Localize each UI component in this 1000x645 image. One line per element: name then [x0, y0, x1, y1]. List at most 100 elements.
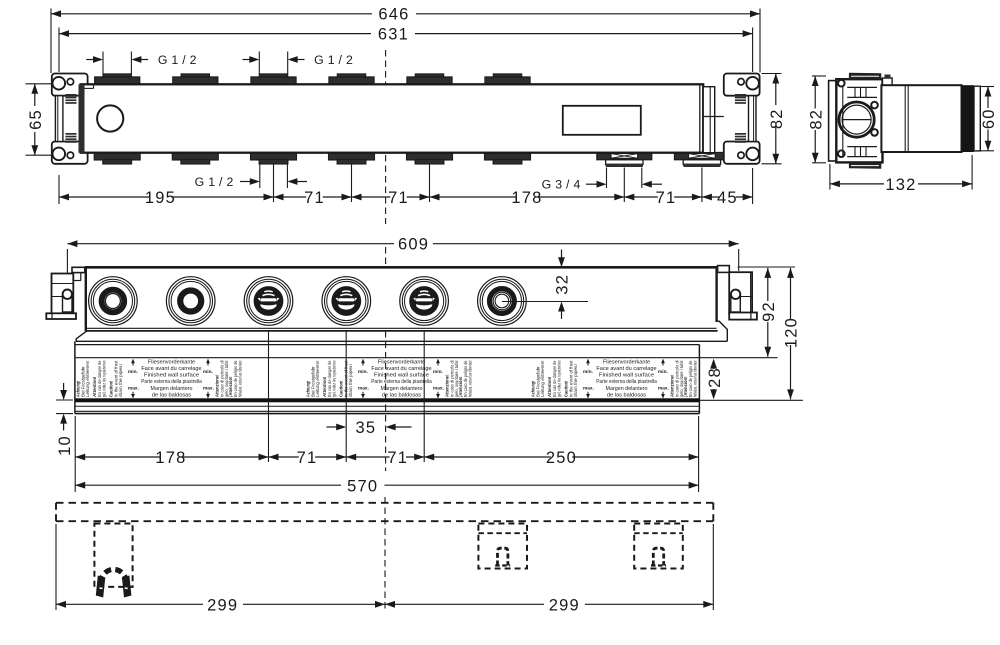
- svg-text:de las baldosas: de las baldosas: [607, 392, 647, 398]
- svg-text:178: 178: [511, 189, 542, 207]
- svg-text:heladas, vaciar las tuberías!: heladas, vaciar las tuberías!: [468, 361, 473, 398]
- svg-text:gelo, svuotare i tubi!: gelo, svuotare i tubi!: [679, 361, 684, 398]
- svg-text:G1/2: G1/2: [195, 175, 238, 189]
- svg-text:Leitung entleeren!: Leitung entleeren!: [540, 361, 545, 398]
- svg-text:Attenzione!: Attenzione!: [670, 375, 675, 398]
- svg-text:Bei Frostgefahr: Bei Frostgefahr: [80, 366, 85, 397]
- svg-text:299: 299: [549, 596, 580, 614]
- svg-text:195: 195: [145, 189, 176, 207]
- svg-text:Margen delantero: Margen delantero: [381, 386, 423, 392]
- svg-text:32: 32: [554, 274, 572, 295]
- svg-text:Fliesenvorderkante: Fliesenvorderkante: [378, 360, 425, 366]
- svg-text:min.: min.: [203, 369, 213, 375]
- svg-text:Face avant du carrelage: Face avant du carrelage: [371, 366, 431, 372]
- svg-text:299: 299: [207, 596, 238, 614]
- svg-text:120: 120: [783, 317, 801, 348]
- svg-text:En cas de danger de: En cas de danger de: [327, 360, 332, 397]
- svg-text:Parte esterna della piastrella: Parte esterna della piastrella: [141, 379, 202, 385]
- svg-text:In the event of frost: In the event of frost: [113, 360, 118, 397]
- svg-text:Attention!: Attention!: [322, 377, 327, 398]
- svg-text:Leitung entleeren!: Leitung entleeren!: [315, 361, 320, 398]
- svg-text:max.: max.: [358, 387, 369, 392]
- svg-text:Finished wall surface: Finished wall surface: [599, 373, 654, 379]
- svg-text:92: 92: [760, 301, 778, 322]
- svg-text:G1/2: G1/2: [314, 53, 357, 67]
- svg-text:gel, videz les tuyauteries: gel, videz les tuyauteries: [557, 361, 562, 398]
- svg-text:min.: min.: [583, 369, 593, 375]
- svg-text:132: 132: [885, 176, 916, 194]
- svg-text:Leitung entleeren!: Leitung entleeren!: [85, 361, 90, 398]
- svg-text:Bei Frostgefahr: Bei Frostgefahr: [310, 366, 315, 397]
- svg-text:max.: max.: [433, 387, 444, 392]
- svg-text:65: 65: [27, 109, 45, 130]
- svg-text:Face avant du carrelage: Face avant du carrelage: [596, 366, 656, 372]
- svg-text:En caso de peligro de: En caso de peligro de: [463, 360, 468, 397]
- svg-text:In the event of frost: In the event of frost: [343, 360, 348, 397]
- svg-text:71: 71: [388, 189, 409, 207]
- svg-text:min.: min.: [658, 369, 668, 375]
- svg-text:Finished wall surface: Finished wall surface: [144, 373, 199, 379]
- svg-text:Caution!: Caution!: [339, 381, 344, 397]
- svg-text:Bei Frostgefahr: Bei Frostgefahr: [535, 366, 540, 397]
- svg-text:In caso di pericolo di: In caso di pericolo di: [674, 360, 679, 397]
- svg-text:min.: min.: [433, 369, 443, 375]
- svg-text:¡Atención!: ¡Atención!: [683, 377, 688, 398]
- svg-text:71: 71: [297, 449, 318, 467]
- svg-text:609: 609: [398, 236, 429, 254]
- svg-text:¡Atención!: ¡Atención!: [228, 377, 233, 398]
- svg-text:250: 250: [546, 449, 577, 467]
- svg-text:En cas de danger de: En cas de danger de: [97, 360, 102, 397]
- svg-text:570: 570: [347, 477, 378, 495]
- svg-text:de las baldosas: de las baldosas: [152, 392, 192, 398]
- svg-text:Parte esterna della piastrella: Parte esterna della piastrella: [596, 379, 657, 385]
- svg-text:drain the pipes!: drain the pipes!: [573, 364, 578, 397]
- svg-text:drain the pipes!: drain the pipes!: [348, 364, 353, 397]
- svg-text:max.: max.: [203, 387, 214, 392]
- svg-text:Fliesenvorderkante: Fliesenvorderkante: [148, 360, 195, 366]
- svg-text:Margen delantero: Margen delantero: [606, 386, 648, 392]
- svg-text:Caution!: Caution!: [109, 381, 114, 397]
- svg-text:71: 71: [304, 189, 325, 207]
- svg-text:71: 71: [656, 189, 677, 207]
- svg-text:Fliesenvorderkante: Fliesenvorderkante: [603, 360, 650, 366]
- svg-text:de las baldosas: de las baldosas: [382, 392, 422, 398]
- svg-text:min.: min.: [128, 369, 138, 375]
- svg-text:min.: min.: [358, 369, 368, 375]
- svg-text:G3/4: G3/4: [542, 178, 585, 192]
- svg-text:max.: max.: [658, 387, 669, 392]
- svg-text:gel, videz les tuyauteries: gel, videz les tuyauteries: [332, 361, 337, 398]
- svg-text:Attenzione!: Attenzione!: [215, 375, 220, 398]
- svg-text:71: 71: [387, 449, 408, 467]
- svg-text:gelo, svuotare i tubi!: gelo, svuotare i tubi!: [224, 361, 229, 398]
- svg-text:Caution!: Caution!: [564, 381, 569, 397]
- svg-text:646: 646: [378, 6, 409, 24]
- svg-text:max.: max.: [128, 387, 139, 392]
- svg-text:Achtung!: Achtung!: [76, 381, 81, 397]
- svg-text:82: 82: [768, 108, 786, 129]
- svg-text:drain the pipes!: drain the pipes!: [118, 364, 123, 397]
- svg-text:Attention!: Attention!: [92, 377, 97, 398]
- svg-text:Finished wall surface: Finished wall surface: [374, 373, 429, 379]
- svg-text:Parte esterna della piastrella: Parte esterna della piastrella: [371, 379, 432, 385]
- svg-text:60: 60: [980, 108, 998, 129]
- svg-text:Margen delantero: Margen delantero: [151, 386, 193, 392]
- svg-text:heladas, vaciar las tuberías!: heladas, vaciar las tuberías!: [693, 361, 698, 398]
- svg-text:28: 28: [706, 367, 724, 388]
- svg-text:gelo, svuotare i tubi!: gelo, svuotare i tubi!: [454, 361, 459, 398]
- svg-text:En caso de peligro de: En caso de peligro de: [233, 360, 238, 397]
- svg-text:Attention!: Attention!: [547, 377, 552, 398]
- svg-text:Achtung!: Achtung!: [531, 381, 536, 397]
- svg-text:631: 631: [378, 25, 409, 43]
- svg-text:45: 45: [717, 189, 738, 207]
- svg-text:max.: max.: [583, 387, 594, 392]
- svg-text:¡Atención!: ¡Atención!: [458, 377, 463, 398]
- svg-text:10: 10: [56, 435, 74, 456]
- svg-text:En caso de peligro de: En caso de peligro de: [688, 360, 693, 397]
- svg-text:gel, videz les tuyauteries: gel, videz les tuyauteries: [102, 361, 107, 398]
- svg-text:Face avant du carrelage: Face avant du carrelage: [141, 366, 201, 372]
- svg-text:Attenzione!: Attenzione!: [445, 375, 450, 398]
- svg-text:In caso di pericolo di: In caso di pericolo di: [449, 360, 454, 397]
- svg-text:G1/2: G1/2: [158, 53, 201, 67]
- svg-text:82: 82: [807, 109, 825, 130]
- svg-text:In caso di pericolo di: In caso di pericolo di: [219, 360, 224, 397]
